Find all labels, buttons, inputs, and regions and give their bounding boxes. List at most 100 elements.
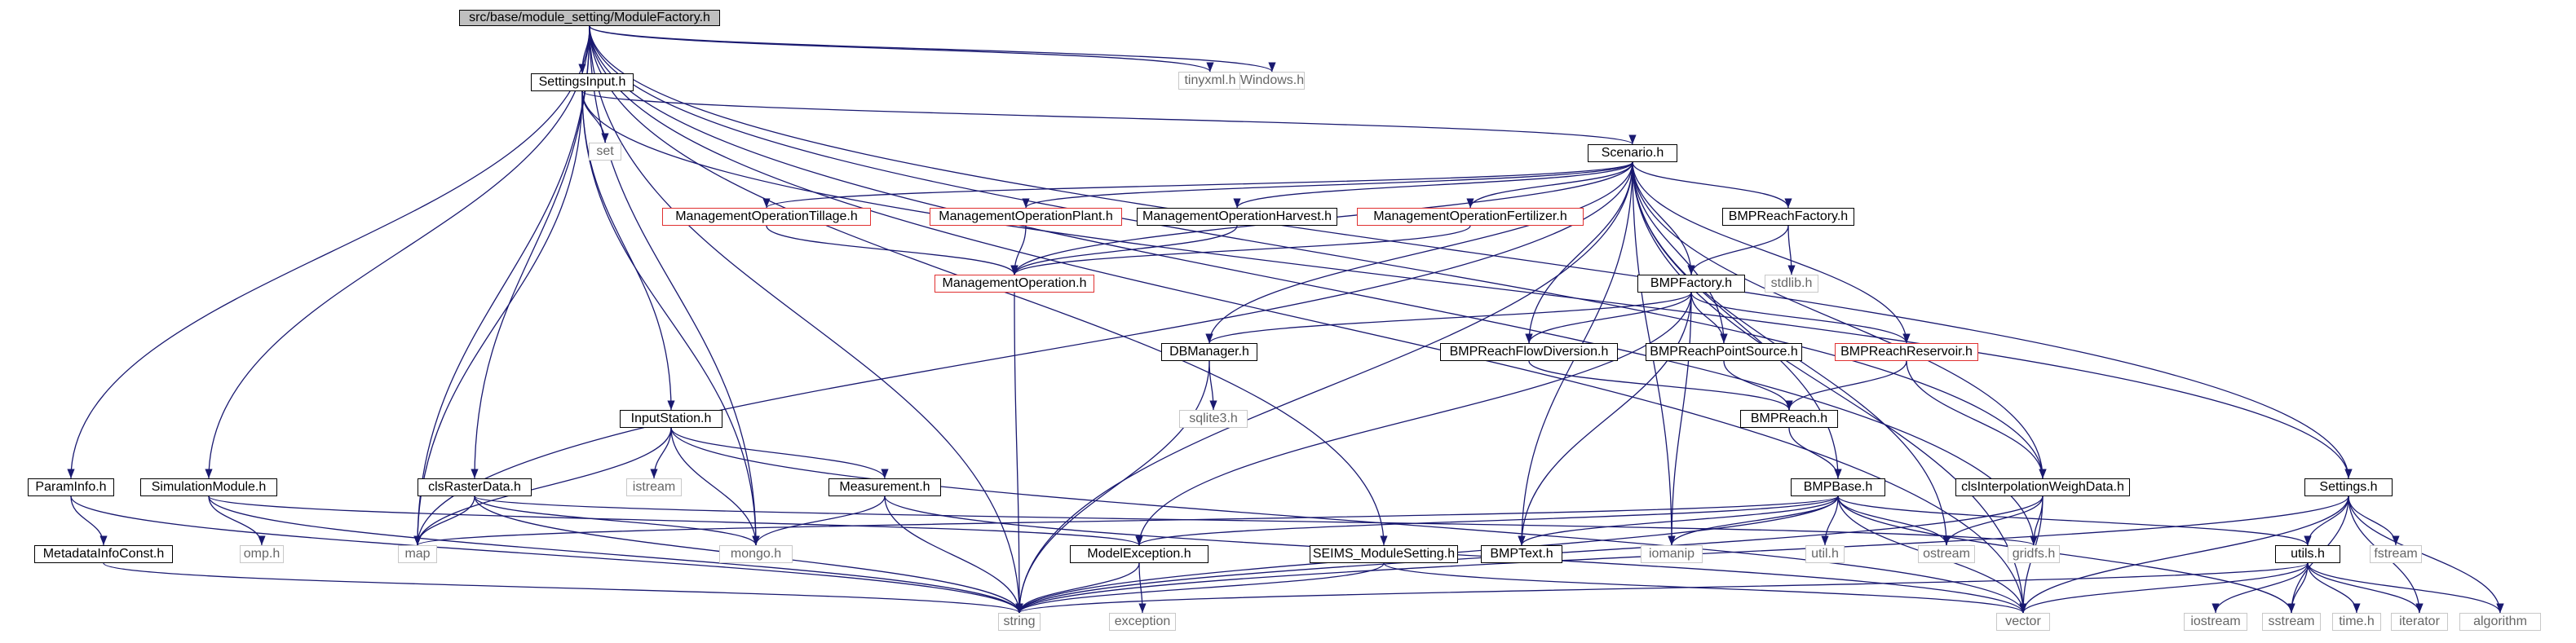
- node-istream: istream: [626, 478, 682, 496]
- node-paraminfo[interactable]: ParamInfo.h: [28, 478, 114, 496]
- edge-bmpfactory-to-pointsrc: [1690, 292, 1728, 344]
- edge-inputstation-to-vector: [670, 427, 2027, 614]
- edge-mof-to-mo: [1010, 225, 1471, 275]
- node-iomanip: iomanip: [1641, 545, 1703, 563]
- edge-clsraster-to-gridfs: [474, 495, 2037, 546]
- node-omp: omp.h: [240, 545, 284, 563]
- edge-settingsinput-to-mongo: [581, 90, 760, 546]
- node-timeh: time.h: [2332, 613, 2381, 631]
- node-metadata[interactable]: MetadataInfoConst.h: [34, 545, 173, 563]
- node-mongo: mongo.h: [719, 545, 793, 563]
- edge-bmpfactory-to-flowdiv: [1525, 292, 1692, 344]
- node-inputstation[interactable]: InputStation.h: [620, 410, 722, 428]
- edge-root-to-clsraster: [471, 25, 590, 479]
- edge-scenario-to-reservoir: [1632, 161, 1911, 344]
- edge-bmpbase-to-sstream: [1837, 495, 2295, 614]
- edge-scenario-to-clsinterp: [1632, 161, 2047, 479]
- edge-utils-to-algorithm: [2307, 562, 2504, 614]
- edge-mo-to-string: [1014, 292, 1023, 614]
- node-windows: Windows.h: [1239, 72, 1305, 90]
- edge-bmpfactory-to-reservoir: [1690, 292, 1911, 344]
- edge-bmpfactory-to-bmptext: [1518, 292, 1692, 546]
- edge-root-to-windows: [589, 25, 1276, 73]
- node-bmpfactory[interactable]: BMPFactory.h: [1637, 275, 1745, 293]
- node-tinyxml: tinyxml.h: [1178, 72, 1242, 90]
- edge-bmpfactory-to-dbmanager: [1205, 292, 1692, 344]
- edge-measurement-to-string: [884, 495, 1023, 614]
- edge-paraminfo-to-string: [70, 495, 1023, 614]
- node-bmptext[interactable]: BMPText.h: [1481, 545, 1562, 563]
- edge-utils-to-iostream: [2211, 562, 2309, 614]
- node-iterator: iterator: [2391, 613, 2448, 631]
- node-gridfs: gridfs.h: [2008, 545, 2060, 563]
- node-settingsinput[interactable]: SettingsInput.h: [531, 73, 634, 91]
- edge-root-to-settings: [589, 25, 2353, 479]
- edge-scenario-to-dbmanager: [1205, 161, 1633, 344]
- edge-bmpreachfactory-to-bmpfactory: [1687, 225, 1789, 275]
- edge-utils-to-iterator: [2307, 562, 2424, 614]
- node-root[interactable]: src/base/module_setting/ModuleFactory.h: [459, 10, 720, 26]
- edge-inputstation-to-measurement: [670, 427, 889, 479]
- edge-root-to-vector: [589, 25, 2027, 614]
- node-bmpreachfactory[interactable]: BMPReachFactory.h: [1722, 208, 1854, 226]
- node-settings[interactable]: Settings.h: [2304, 478, 2393, 496]
- node-modelexc[interactable]: ModelException.h: [1070, 545, 1208, 563]
- node-seims[interactable]: SEIMS_ModuleSetting.h: [1310, 545, 1458, 563]
- edge-metadata-to-string: [103, 562, 1023, 614]
- edge-paraminfo-to-metadata: [70, 495, 108, 546]
- edge-scenario-to-bmpreachfactory: [1632, 161, 1792, 209]
- edge-utils-to-timeh: [2307, 562, 2361, 614]
- edge-measurement-to-mongo: [752, 495, 886, 546]
- node-clsinterp[interactable]: clsInterpolationWeighData.h: [1955, 478, 2130, 496]
- edge-bmpbase-to-utilh: [1821, 495, 1839, 546]
- edge-mop-to-mo: [1010, 225, 1027, 275]
- edge-simmodule-to-modelexc: [208, 495, 1143, 546]
- node-flowdiv[interactable]: BMPReachFlowDiversion.h: [1440, 343, 1618, 361]
- edge-bmpfactory-to-iomanip: [1668, 292, 1692, 546]
- node-moh[interactable]: ManagementOperationHarvest.h: [1137, 208, 1337, 226]
- node-measurement[interactable]: Measurement.h: [828, 478, 941, 496]
- edge-settingsinput-to-inputstation: [581, 90, 675, 411]
- edge-utils-to-sstream: [2287, 562, 2309, 614]
- edge-settingsinput-to-map: [413, 90, 583, 546]
- node-reservoir[interactable]: BMPReachReservoir.h: [1835, 343, 1978, 361]
- node-scenario[interactable]: Scenario.h: [1588, 144, 1677, 162]
- edge-root-to-clsinterp: [589, 25, 2047, 479]
- edge-inputstation-to-istream: [650, 427, 672, 479]
- node-bmpreach[interactable]: BMPReach.h: [1740, 410, 1838, 428]
- edge-reservoir-to-bmpreach: [1785, 360, 1907, 411]
- node-simmodule[interactable]: SimulationModule.h: [140, 478, 277, 496]
- edge-seims-to-vector: [1383, 562, 2027, 614]
- edge-clsraster-to-mongo: [474, 495, 760, 546]
- edge-flowdiv-to-bmpreach: [1528, 360, 1793, 411]
- node-bmpbase[interactable]: BMPBase.h: [1791, 478, 1885, 496]
- edge-seims-to-string: [1015, 562, 1385, 614]
- edge-root-to-gridfs: [589, 25, 2038, 546]
- edge-settingsinput-to-scenario: [581, 90, 1637, 145]
- node-sstream: sstream: [2262, 613, 2321, 631]
- edge-modelexc-to-exception: [1138, 562, 1147, 614]
- edge-utils-to-vector: [2019, 562, 2309, 614]
- edge-root-to-tinyxml: [589, 25, 1214, 73]
- edge-bmpbase-to-ostream: [1837, 495, 1951, 546]
- node-mop[interactable]: ManagementOperationPlant.h: [930, 208, 1122, 226]
- node-dbmanager[interactable]: DBManager.h: [1161, 343, 1257, 361]
- node-mot[interactable]: ManagementOperationTillage.h: [662, 208, 871, 226]
- node-clsraster[interactable]: clsRasterData.h: [418, 478, 532, 496]
- edge-reservoir-to-clsinterp: [1906, 360, 2047, 479]
- edge-settings-to-fstream: [2348, 495, 2400, 546]
- node-utilh: util.h: [1805, 545, 1845, 563]
- node-pointsrc[interactable]: BMPReachPointSource.h: [1646, 343, 1802, 361]
- node-stdlib: stdlib.h: [1765, 275, 1818, 293]
- edge-bmpbase-to-map: [414, 495, 1839, 546]
- edge-dbmanager-to-string: [1015, 360, 1210, 614]
- edge-root-to-simmodule: [205, 25, 590, 479]
- node-fstream: fstream: [2370, 545, 2422, 563]
- node-mo[interactable]: ManagementOperation.h: [935, 275, 1094, 293]
- node-mof[interactable]: ManagementOperationFertilizer.h: [1357, 208, 1584, 226]
- edge-settingsinput-to-settings: [581, 90, 2353, 479]
- node-utils[interactable]: utils.h: [2275, 545, 2340, 563]
- node-map: map: [398, 545, 437, 563]
- edge-clsinterp-to-ostream: [1942, 495, 2044, 546]
